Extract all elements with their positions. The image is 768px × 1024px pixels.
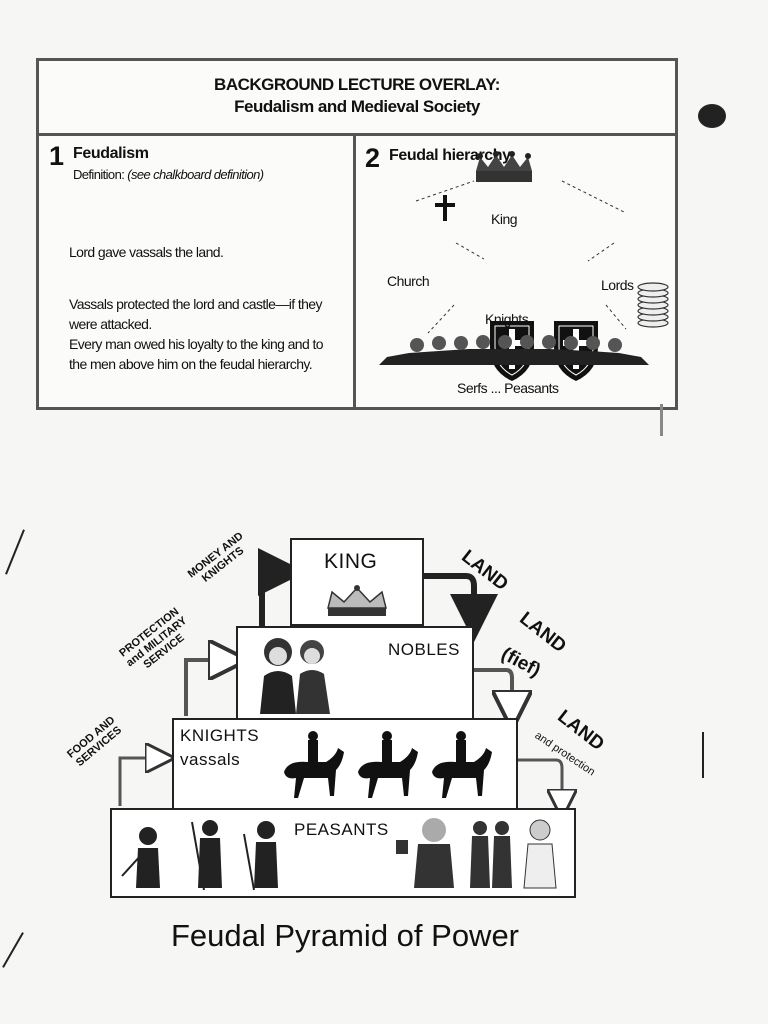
- section-2-number: 2: [365, 143, 381, 173]
- para-lord-gave: Lord gave vassals the land.: [69, 244, 224, 260]
- lecture-overlay-panel: BACKGROUND LECTURE OVERLAY: Feudalism an…: [36, 58, 678, 410]
- section-1-heading: Feudalism: [73, 145, 149, 162]
- crown-icon: [327, 585, 387, 616]
- peasant-workers-icon-left: [121, 820, 278, 891]
- tier-nobles-label: NOBLES: [388, 640, 460, 659]
- definition-label: Definition:: [73, 167, 125, 182]
- label-serfs-peasants: Serfs ... Peasants: [457, 380, 559, 396]
- label-lords: Lords: [601, 277, 634, 293]
- peasant-workers-icon-right: [396, 818, 557, 889]
- scan-mark: [660, 404, 663, 436]
- para-every-man: Every man owed his loyalty to the king a…: [69, 336, 324, 372]
- hole-punch-mark: [698, 104, 726, 128]
- section-2: 2: [365, 143, 380, 174]
- tier-knights: KNIGHTS vassals: [172, 718, 518, 810]
- label-knights: Knights: [485, 311, 529, 327]
- overlay-title: BACKGROUND LECTURE OVERLAY:: [214, 75, 500, 94]
- cross-icon: [435, 195, 455, 221]
- tier-king: KING: [290, 538, 424, 626]
- pyramid-arrows: [118, 548, 768, 860]
- tier-peasants: PEASANTS: [110, 808, 576, 898]
- tier-knights-sublabel: vassals: [180, 750, 241, 769]
- crown-icon: [476, 151, 532, 182]
- tier-king-label: KING: [324, 550, 378, 573]
- peasant-crowd-icon: [379, 335, 649, 365]
- overlay-header: BACKGROUND LECTURE OVERLAY: Feudalism an…: [39, 61, 675, 136]
- overlay-subtitle: Feudalism and Medieval Society: [234, 97, 480, 116]
- nobles-couple-icon: [260, 638, 330, 714]
- definition-text: (see chalkboard definition): [127, 167, 264, 182]
- tier-knights-label: KNIGHTS: [180, 726, 260, 745]
- definition-line: Definition: (see chalkboard definition): [73, 167, 264, 182]
- coin-stack-icon: [637, 282, 669, 328]
- tier-peasants-label: PEASANTS: [294, 820, 389, 839]
- section-1-number: 1: [49, 141, 65, 171]
- tier-nobles: NOBLES: [236, 626, 474, 720]
- pyramid-caption: Feudal Pyramid of Power: [170, 918, 520, 953]
- para-vassals-protected: Vassals protected the lord and castle—if…: [69, 296, 323, 332]
- mounted-knights-icon: [284, 731, 492, 798]
- label-church: Church: [387, 273, 430, 289]
- section-divider: [353, 133, 356, 407]
- pen-mark: [702, 732, 704, 778]
- section-1: 1: [49, 141, 64, 172]
- label-king: King: [491, 211, 518, 227]
